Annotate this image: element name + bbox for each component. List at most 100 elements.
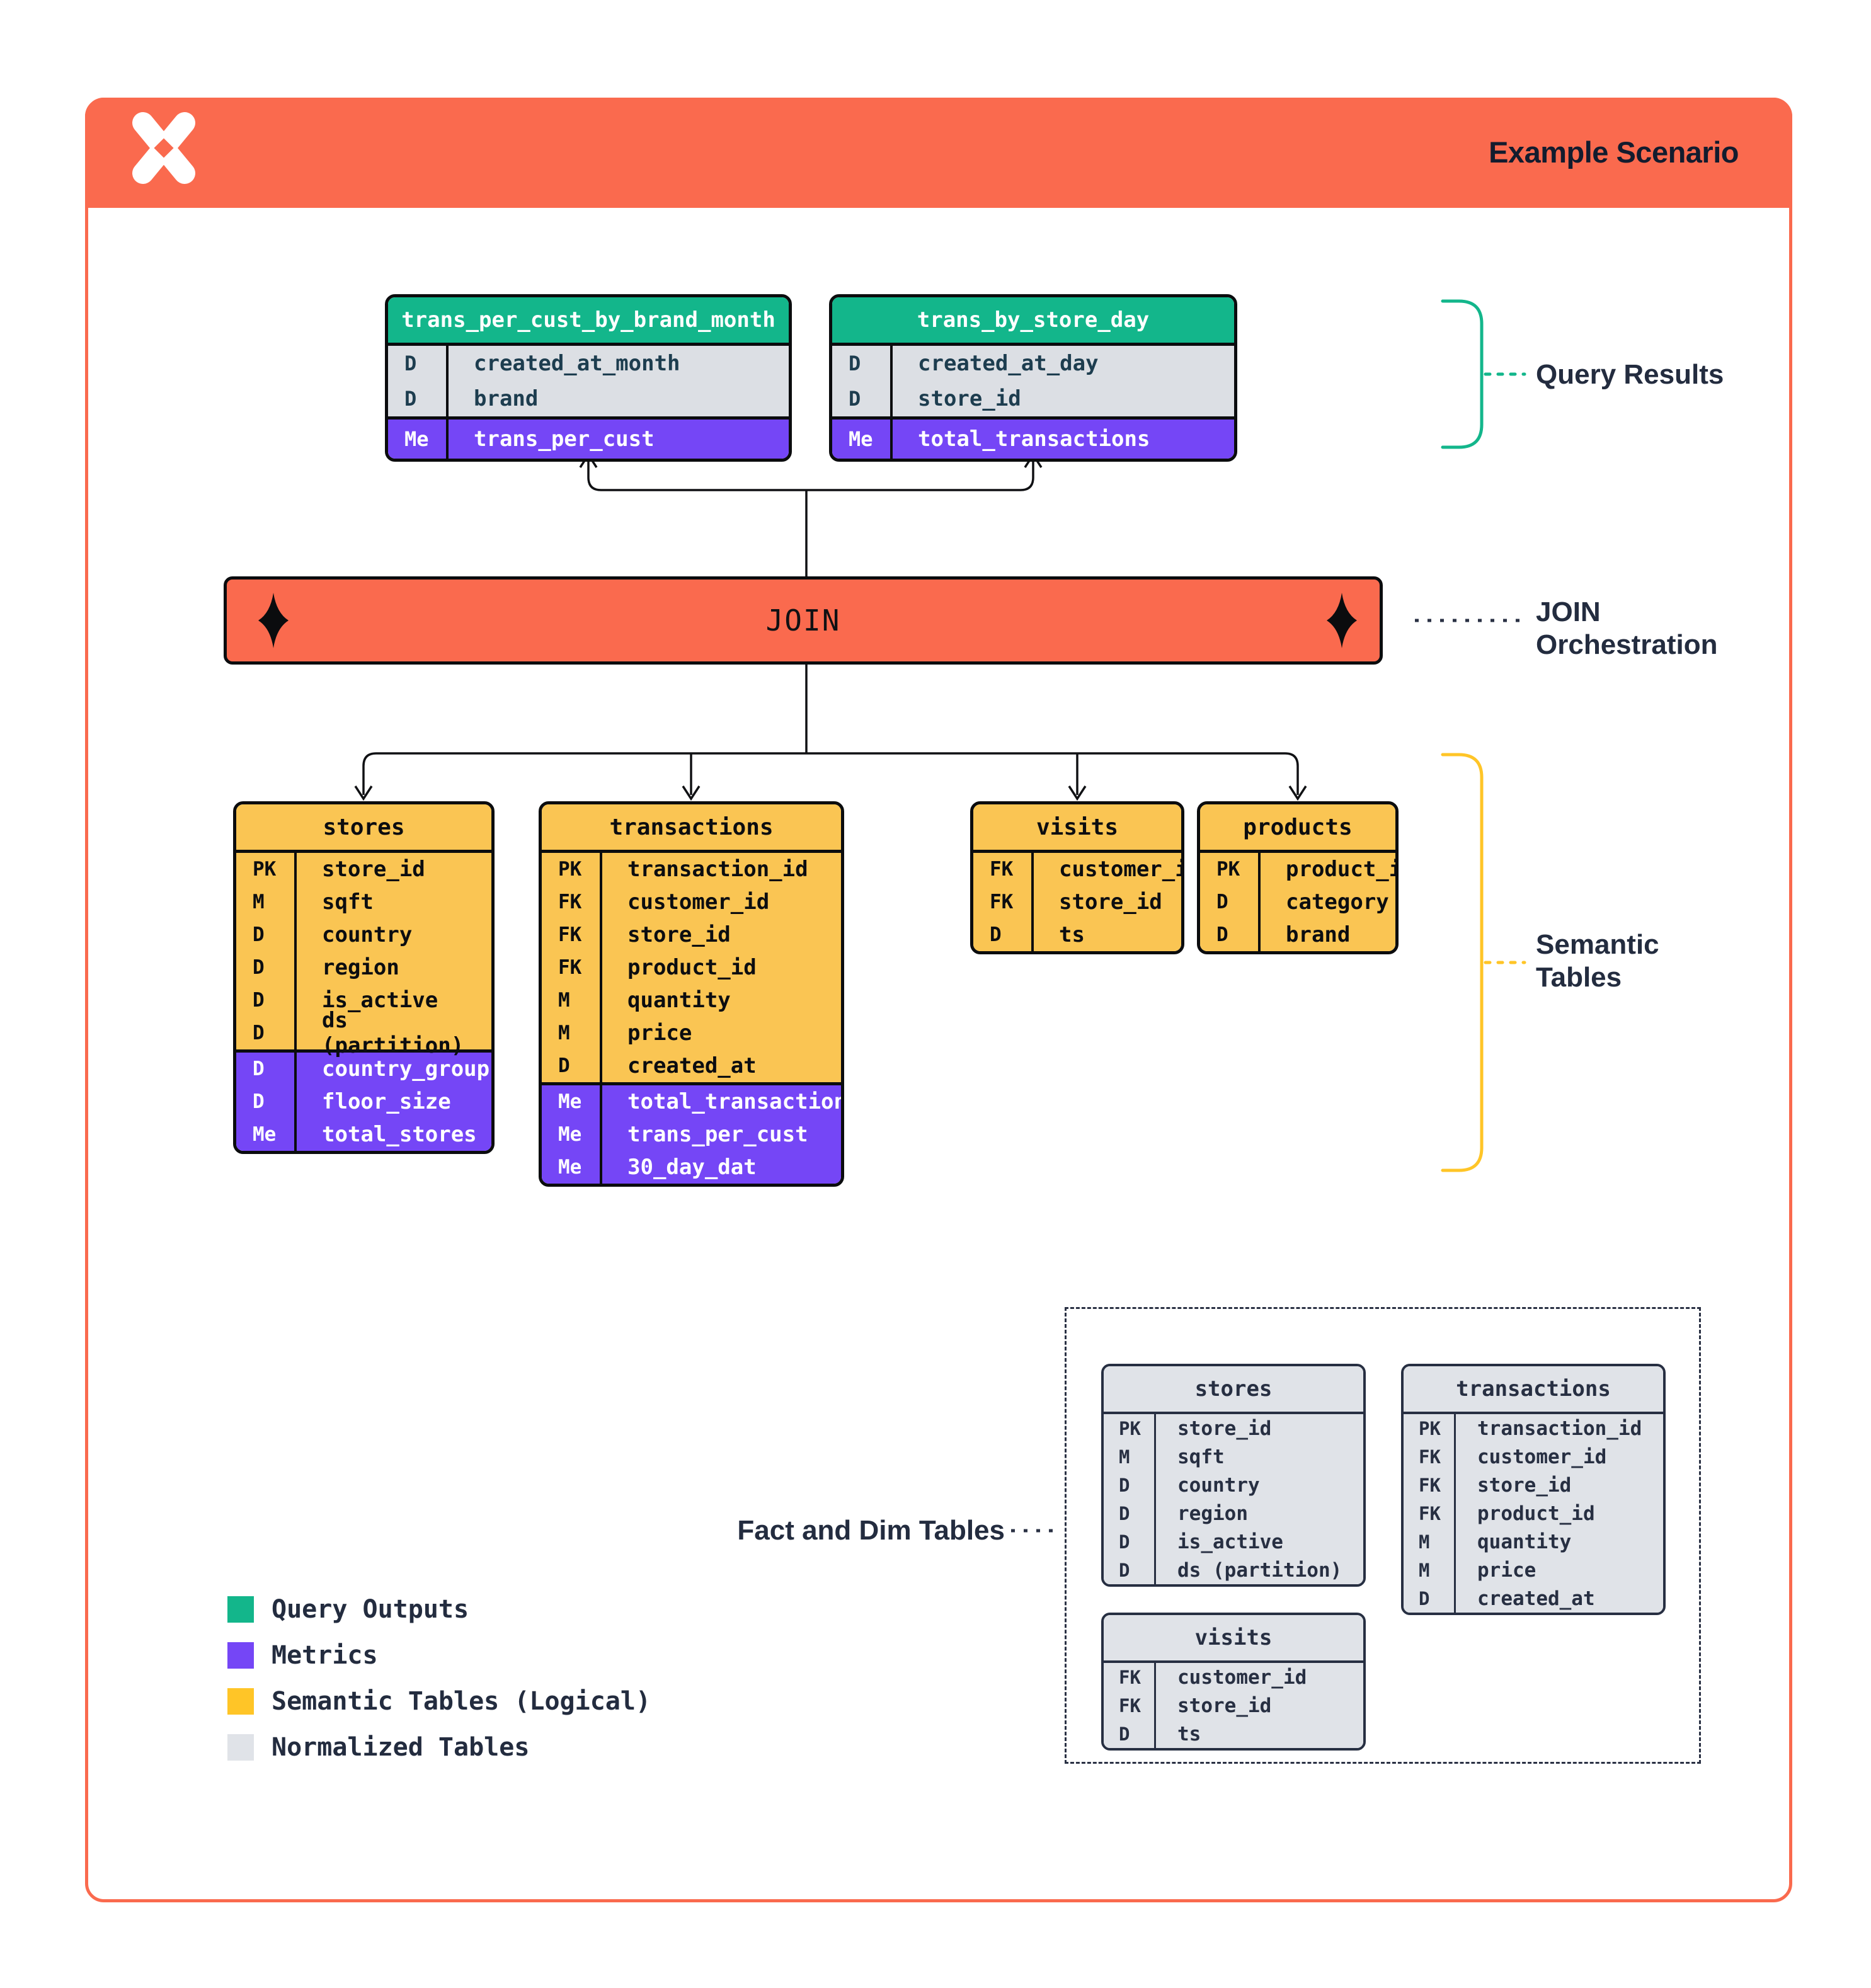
- row-field: product_id: [1454, 1499, 1663, 1528]
- row-key: FK: [1419, 1474, 1441, 1496]
- row-field: category: [1258, 886, 1395, 918]
- row-key: D: [1419, 1587, 1430, 1609]
- row-field: brand: [1258, 918, 1395, 951]
- table-row: Me total_transactions: [542, 1085, 841, 1118]
- table-title: stores: [1104, 1366, 1363, 1414]
- page-title: Example Scenario: [1489, 135, 1739, 169]
- row-field: total_stores: [294, 1118, 491, 1151]
- row-field: transaction_id: [1454, 1414, 1663, 1442]
- row-key: D: [1119, 1502, 1130, 1524]
- row-key: D: [1216, 891, 1228, 913]
- row-key: D: [1119, 1531, 1130, 1553]
- row-field: store_id: [1454, 1471, 1663, 1499]
- row-key: PK: [1216, 858, 1240, 881]
- table-title: transactions: [1404, 1366, 1663, 1414]
- row-field: is_active: [294, 984, 491, 1017]
- semantic-tables-label-line1: Semantic: [1536, 929, 1659, 960]
- row-key: FK: [1119, 1694, 1141, 1717]
- row-key: FK: [558, 923, 582, 946]
- row-key: D: [253, 989, 265, 1012]
- row-key: D: [404, 387, 417, 411]
- row-key: D: [253, 1022, 265, 1044]
- row-field: trans_per_cust: [446, 420, 789, 459]
- row-field: created_at: [600, 1049, 841, 1082]
- legend-item-metrics: Metrics: [227, 1641, 378, 1670]
- row-key: D: [1119, 1723, 1130, 1745]
- row-key: D: [849, 387, 861, 411]
- row-field: total_transactions: [600, 1085, 841, 1118]
- row-key: FK: [1119, 1666, 1141, 1688]
- row-field: ds (partition): [1154, 1556, 1363, 1584]
- legend-item-normalized-tables: Normalized Tables: [227, 1733, 529, 1762]
- row-key: PK: [558, 858, 582, 881]
- sparkle-icon: [258, 593, 289, 648]
- row-key: M: [1419, 1531, 1430, 1553]
- row-key: M: [558, 989, 570, 1012]
- row-field: store_id: [1154, 1414, 1363, 1442]
- row-key: M: [253, 891, 265, 913]
- row-field: region: [1154, 1499, 1363, 1528]
- row-field: product_id: [1258, 853, 1395, 886]
- join-orchestration-label-line1: JOIN: [1536, 597, 1601, 627]
- row-key: M: [1119, 1446, 1130, 1468]
- row-key: Me: [558, 1123, 582, 1146]
- table-row: PK store_id: [1104, 1414, 1363, 1442]
- row-field: created_at_day: [890, 346, 1234, 381]
- row-field: transaction_id: [600, 853, 841, 886]
- row-field: created_at: [1454, 1584, 1663, 1613]
- legend-item-query-outputs: Query Outputs: [227, 1595, 469, 1624]
- row-field: ts: [1154, 1720, 1363, 1748]
- row-field: quantity: [1454, 1528, 1663, 1556]
- semantic-tables-label-line2: Tables: [1536, 962, 1622, 993]
- table-title: visits: [1104, 1615, 1363, 1663]
- metrics-swatch: [227, 1642, 254, 1669]
- table-row: PK transaction_id: [542, 853, 841, 886]
- row-field: trans_per_cust: [600, 1118, 841, 1151]
- legend-label: Metrics: [272, 1641, 378, 1670]
- semantic-tables-swatch: [227, 1688, 254, 1715]
- row-key: Me: [558, 1156, 582, 1179]
- row-field: store_id: [1031, 886, 1181, 918]
- table-row: Me trans_per_cust: [542, 1118, 841, 1151]
- row-key: Me: [558, 1090, 582, 1113]
- legend-item-semantic-tables: Semantic Tables (Logical): [227, 1687, 651, 1716]
- legend-label: Semantic Tables (Logical): [272, 1687, 651, 1716]
- table-row: FK store_id: [973, 886, 1181, 918]
- row-key: D: [404, 351, 417, 375]
- row-key: D: [849, 351, 861, 375]
- row-field: customer_id: [600, 886, 841, 918]
- row-key: FK: [990, 891, 1014, 913]
- row-field: price: [1454, 1556, 1663, 1584]
- row-field: sqft: [1154, 1442, 1363, 1471]
- row-field: store_id: [294, 853, 491, 886]
- join-orchestration-label-line2: Orchestration: [1536, 629, 1718, 660]
- row-key: D: [1216, 923, 1228, 946]
- row-field: store_id: [1154, 1691, 1363, 1720]
- row-key: PK: [1119, 1417, 1141, 1439]
